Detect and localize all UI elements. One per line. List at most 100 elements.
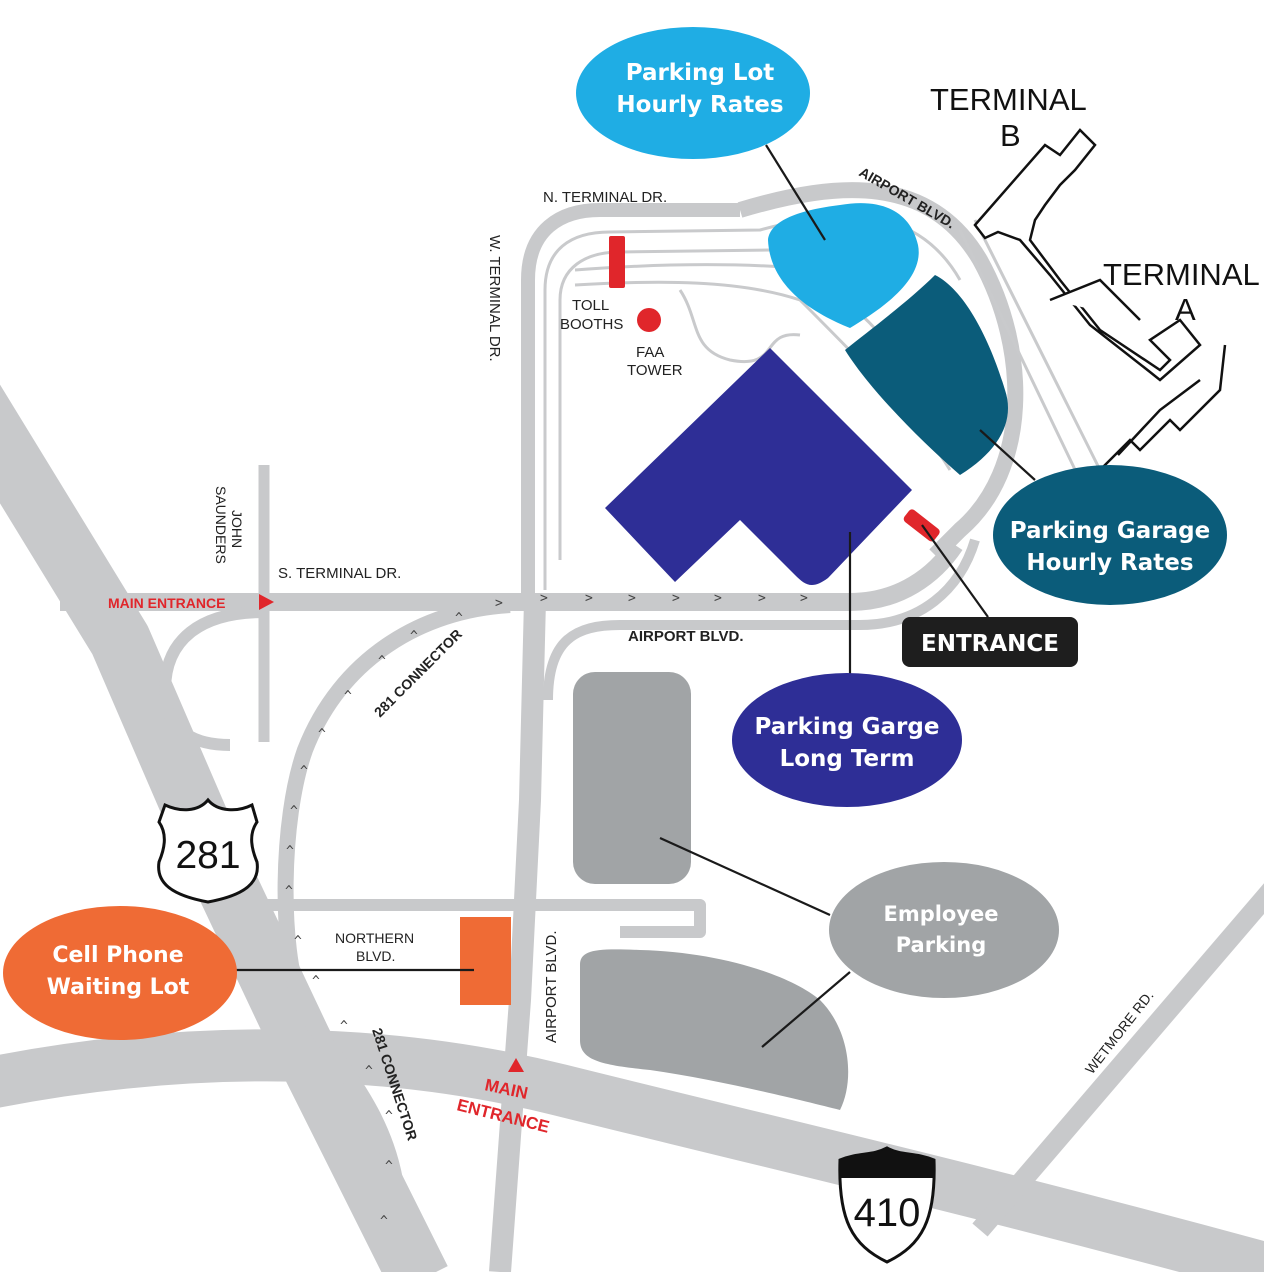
i-410-shield-band [840,1148,934,1178]
svg-text:>: > [758,591,766,606]
faa-tower-marker [637,308,661,332]
cell-phone-lot-label-2: Waiting Lot [47,975,190,1000]
hourly-parking-lot-area [768,203,919,328]
hourly-lot-pointer [765,144,826,241]
i-410-shield-number: 410 [854,1191,921,1235]
us-281-shield-number: 281 [175,834,240,877]
john-saunders-label-1: JOHN [229,510,245,548]
terminal-inner-lane-1 [543,214,962,590]
281-connector-ramp [277,597,511,1182]
svg-text:>: > [540,591,548,606]
wetmore-road [972,883,1264,1237]
i-410-shield: 410 [838,1146,936,1264]
svg-text:>: > [714,591,722,606]
svg-text:>: > [800,591,808,606]
toll-booths-label-2: BOOTHS [560,316,623,333]
svg-text:^: ^ [410,629,418,644]
pointer-lines [236,144,1036,1048]
svg-text:>: > [672,591,680,606]
terminal-loop-road [737,182,1024,561]
terminal-link-1 [973,219,1102,471]
parking-long-term-label-1: Parking Garge [755,714,940,740]
svg-text:^: ^ [365,1064,373,1079]
terminal-b-label-1: TERMINAL [930,82,1087,117]
parking-lot-hourly-label-2: Hourly Rates [616,92,783,118]
airport-blvd-south-label: AIRPORT BLVD. [543,930,560,1043]
w-terminal-dr-label: W. TERMINAL DR. [486,235,503,362]
main-entrance-west-label: MAIN ENTRANCE [108,595,225,611]
svg-text:>: > [495,596,503,611]
svg-text:^: ^ [300,764,308,779]
n-terminal-dr-label: N. TERMINAL DR. [543,189,667,206]
svg-text:^: ^ [455,611,463,626]
svg-text:^: ^ [385,1159,393,1174]
employee-parking-bubble [829,862,1059,998]
parking-long-term-label-2: Long Term [780,746,915,772]
employee-parking-north-area [573,672,691,884]
terminal-buildings [973,128,1227,471]
garage-hourly-area [845,275,1008,475]
parking-long-term-bubble [732,673,962,807]
w-terminal-dr-road [521,203,740,600]
terminal-a-label-2: A [1175,292,1196,327]
faa-tower-label-2: TOWER [627,362,683,379]
garage-hourly-pointer [979,429,1036,481]
employee-parking-label-2: Parking [896,933,987,957]
faa-tower-label-1: FAA [636,344,664,361]
employee-north-pointer [659,836,831,917]
cell-phone-lot-bubble [3,906,237,1040]
terminal-b-building [973,128,1202,382]
garage-entrance-pointer [921,524,989,618]
parking-garage-hourly-label-2: Hourly Rates [1026,550,1193,576]
main-entrance-west-arrow [259,594,274,610]
john-saunders-label-2: SAUNDERS [213,486,229,564]
svg-text:^: ^ [340,1019,348,1034]
svg-text:^: ^ [312,974,320,989]
employee-parking-label-1: Employee [883,902,998,926]
svg-text:^: ^ [290,804,298,819]
employee-parking-south-area [580,949,849,1110]
airport-blvd-curve [543,538,980,701]
terminal-link-2 [958,229,1082,481]
garage-entrance-label: ENTRANCE [921,631,1059,657]
svg-text:>: > [585,591,593,606]
svg-text:>: > [628,591,636,606]
landmark-labels: TOLL BOOTHS FAA TOWER TERMINAL B TERMINA… [560,82,1260,379]
i-410-road [0,1029,1264,1272]
parking-areas [460,203,1008,1110]
ramp-arrows: > > > > > > > > ^ ^ ^ ^ ^ ^ ^ ^ ^ ^ ^ ^ … [285,591,808,1229]
west-loop-ramp [159,606,265,751]
toll-booth-marker [609,236,625,288]
svg-text:^: ^ [318,727,326,742]
svg-text:^: ^ [285,884,293,899]
s-terminal-dr-label: S. TERMINAL DR. [278,565,401,582]
svg-text:^: ^ [344,689,352,704]
s-terminal-dr-road [60,539,963,611]
parking-garage-hourly-bubble [993,465,1227,605]
main-entrance-south-arrow [508,1058,524,1072]
svg-text:^: ^ [385,1109,393,1124]
us-281-shield-shape [157,797,259,904]
parking-lot-hourly-bubble [576,27,810,159]
parking-garage-hourly-label-1: Parking Garage [1010,518,1210,544]
toll-booths-label-1: TOLL [572,297,609,314]
northern-blvd-label-2: BLVD. [356,948,395,964]
svg-text:^: ^ [286,844,294,859]
us-281-shield: 281 [157,797,259,904]
garage-long-term-area [605,348,912,586]
garage-entrance-badge [902,617,1078,667]
airport-blvd-mid-label: AIRPORT BLVD. [628,628,744,645]
employee-south-pointer [761,971,851,1048]
svg-text:^: ^ [380,1214,388,1229]
parking-lot-hourly-label-1: Parking Lot [626,60,775,86]
svg-text:^: ^ [294,934,302,949]
cell-phone-lot-label-1: Cell Phone [52,943,183,968]
northern-blvd-road [210,899,706,938]
svg-text:^: ^ [378,654,386,669]
callout-bubbles: Parking Lot Hourly Rates Parking Garage … [3,27,1227,1040]
terminal-b-label-2: B [1000,118,1021,153]
northern-blvd-label-1: NORTHERN [335,930,414,946]
terminal-a-label-1: TERMINAL [1103,257,1260,292]
terminal-service-road [678,289,801,364]
